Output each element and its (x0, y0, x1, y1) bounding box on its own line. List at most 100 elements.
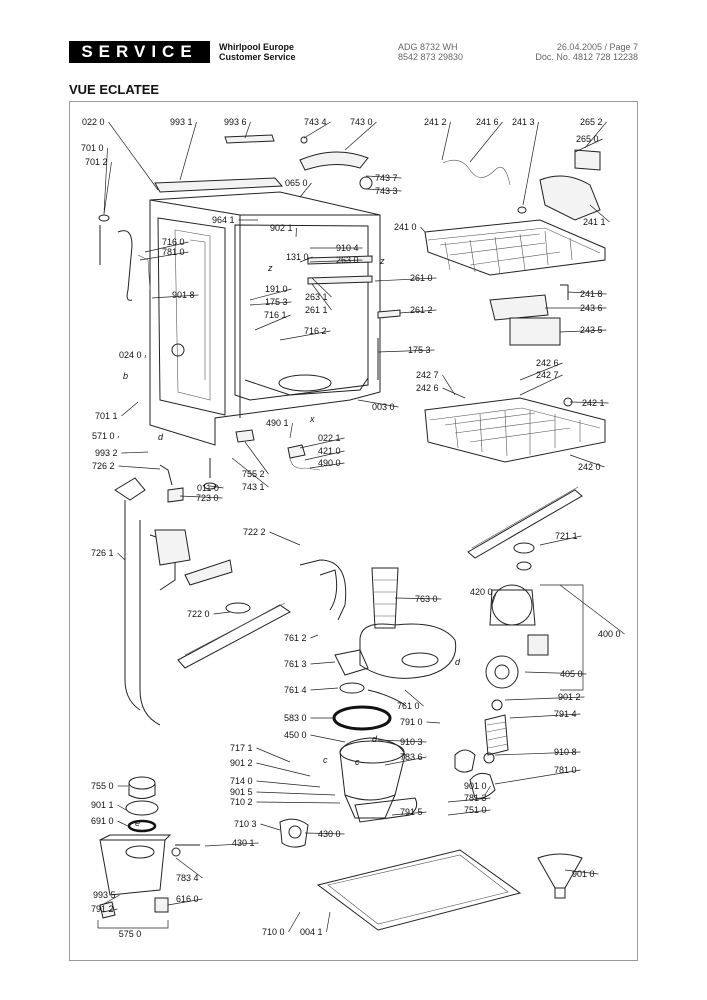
part-label-242-7: 242 7 (536, 370, 559, 380)
part-label-783-4: 783 4 (176, 873, 199, 883)
leader-line-065-0 (299, 182, 312, 198)
leader-line-241-6 (469, 121, 503, 163)
leader-line-710-0 (288, 911, 301, 933)
part-label-791-2: 791 2 (91, 904, 114, 914)
leader-lines (97, 121, 625, 933)
part-label-421-0: 421 0 (318, 446, 341, 456)
leader-line-761-4 (310, 687, 339, 691)
leader-line-242-7 (442, 374, 456, 396)
leader-line-791-5 (391, 811, 427, 816)
leader-line-242-1 (569, 401, 609, 404)
leader-line-726-1 (117, 552, 126, 561)
leader-line-791-0 (426, 721, 441, 724)
part-label-242-6: 242 6 (536, 358, 559, 368)
leader-line-901-2 (504, 696, 585, 701)
leader-line-265-2 (584, 121, 607, 149)
service-banner: SERVICE (69, 41, 210, 63)
leader-line-726-2 (118, 465, 161, 470)
part-label-022-0: 022 0 (82, 117, 105, 127)
part-label-726-2: 726 2 (92, 461, 115, 471)
leader-line-761-0 (404, 689, 424, 707)
part-label-242-1: 242 1 (582, 398, 605, 408)
leader-line-400-0 (559, 584, 625, 635)
leader-line-761-3 (310, 661, 336, 665)
part-label-717-1: 717 1 (230, 743, 253, 753)
part-label-781-0: 781 0 (162, 247, 185, 257)
leader-line-993-2 (121, 451, 149, 454)
part-label-241-3: 241 3 (512, 117, 535, 127)
reference-letter-c: c (355, 757, 360, 767)
part-label-065-0: 065 0 (285, 178, 308, 188)
part-label-722-0: 722 0 (187, 609, 210, 619)
brand-block: Whirlpool Europe Customer Service (219, 42, 296, 62)
part-label-400-0: 400 0 (598, 629, 621, 639)
leader-line-901-5 (256, 791, 336, 796)
model-line-1: ADG 8732 WH (398, 42, 458, 52)
leader-line-261-1 (311, 283, 332, 311)
leader-line-902-1 (295, 227, 297, 238)
leader-line-751-0 (447, 809, 491, 816)
part-label-993-5: 993 5 (93, 890, 116, 900)
part-label-265-2: 265 2 (580, 117, 603, 127)
leader-line-242-7 (519, 374, 563, 396)
part-label-243-6: 243 6 (580, 303, 603, 313)
date-line-2: Doc. No. 4812 728 12238 (535, 52, 638, 62)
part-label-263-1: 263 1 (305, 292, 328, 302)
part-label-701-0: 701 0 (81, 143, 104, 153)
part-label-241-6: 241 6 (476, 117, 499, 127)
part-label-993-1: 993 1 (170, 117, 193, 127)
part-label-405-0: 405 0 (560, 669, 583, 679)
leader-line-430-1 (204, 842, 259, 847)
leader-line-722-2 (269, 531, 301, 546)
leader-line-993-1 (179, 121, 197, 181)
leader-line-722-0 (213, 611, 231, 615)
part-label-131-0: 131 0 (286, 252, 309, 262)
leader-line-261-0 (374, 277, 437, 282)
leader-line-716-1 (254, 314, 291, 331)
leader-line-571-0 (117, 435, 119, 439)
leader-line-405-0 (524, 671, 587, 675)
part-label-490-1: 490 1 (266, 418, 289, 428)
part-label-710-3: 710 3 (234, 819, 257, 829)
reference-letter-d: d (158, 432, 164, 442)
part-label-743-1: 743 1 (242, 482, 265, 492)
part-label-616-0: 616 0 (176, 894, 199, 904)
part-label-901-5: 901 5 (230, 787, 253, 797)
brand-line-2: Customer Service (219, 52, 296, 62)
leader-line-003-0 (357, 399, 399, 408)
part-label-781-0: 781 0 (554, 765, 577, 775)
part-label-901-1: 901 1 (91, 800, 114, 810)
part-label-910-8: 910 8 (554, 747, 577, 757)
group-bracket-400-0 (540, 584, 584, 691)
part-label-175-3: 175 3 (265, 297, 288, 307)
part-label-241-2: 241 2 (424, 117, 447, 127)
leader-line-783-4 (175, 857, 203, 879)
exploded-view-drawing (98, 134, 606, 931)
leader-line-993-6 (244, 121, 251, 139)
leader-line-781-0 (494, 769, 581, 785)
part-label-263-0: 263 0 (336, 255, 359, 265)
part-label-022-1: 022 1 (318, 433, 341, 443)
leader-line-701-0 (103, 147, 108, 215)
leader-line-910-8 (494, 751, 581, 756)
leader-line-131-0 (299, 256, 313, 263)
part-label-261-1: 261 1 (305, 305, 328, 315)
leader-line-263-0 (309, 259, 363, 263)
leader-line-910-3 (377, 739, 427, 743)
leader-line-022-0 (108, 121, 159, 191)
part-label-575-0: 575 0 (119, 929, 142, 939)
part-label-691-0: 691 0 (91, 816, 114, 826)
part-label-763-0: 763 0 (415, 594, 438, 604)
part-label-242-6: 242 6 (416, 383, 439, 393)
leader-line-450-0 (310, 734, 346, 743)
leader-line-901-0 (484, 785, 491, 796)
part-label-761-4: 761 4 (284, 685, 307, 695)
part-label-751-0: 751 0 (464, 805, 487, 815)
part-label-761-2: 761 2 (284, 633, 307, 643)
reference-letter-d: d (372, 734, 378, 744)
part-label-701-1: 701 1 (95, 411, 118, 421)
leader-line-430-0 (304, 832, 345, 835)
leader-line-691-0 (117, 820, 129, 827)
leader-line-710-2 (256, 801, 341, 804)
